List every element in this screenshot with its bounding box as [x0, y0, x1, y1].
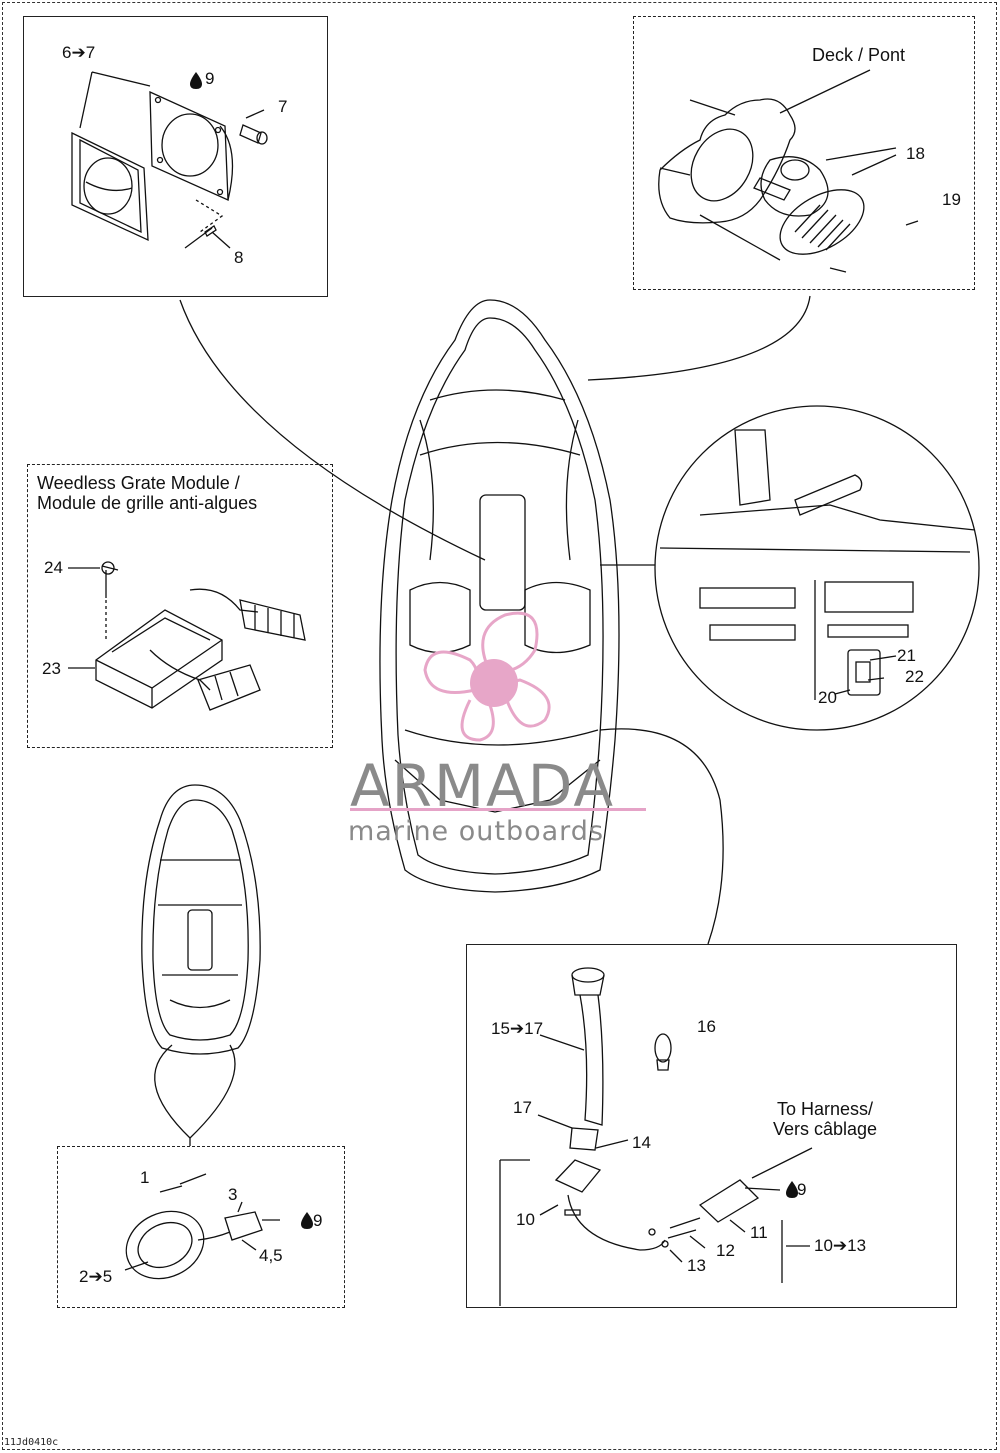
to-harness-label-en: To Harness/ [777, 1099, 874, 1119]
grate-connector-b [197, 664, 261, 711]
callout-1: 1 [140, 1168, 150, 1187]
stern-light-bulb [654, 1033, 672, 1071]
callout-19: 19 [942, 190, 961, 209]
boat-hull-main [379, 299, 620, 893]
stern-light-pole [569, 967, 605, 1151]
deck-vent-hose [753, 156, 829, 217]
vent-screw-part [184, 225, 217, 249]
callout-4-5: 4,5 [259, 1246, 283, 1265]
watermark-tagline: marine outboards [348, 816, 605, 847]
grate-module-title-en: Weedless Grate Module / [37, 473, 240, 493]
boat-hull-small [141, 784, 261, 1055]
oil-drop-icon [301, 1212, 313, 1229]
oil-drop-icon [786, 1181, 798, 1198]
detail-box-weedless-grate [27, 464, 333, 748]
courtesy-light-socket [197, 1211, 263, 1241]
detail-box-stern-light [466, 944, 957, 1308]
grate-module-harness [149, 588, 259, 691]
stern-light-base [554, 1159, 666, 1251]
callout-9-top: 9 [205, 69, 215, 88]
callout-20: 20 [818, 688, 837, 707]
callout-17: 17 [513, 1098, 532, 1117]
deck-vent-grille [779, 189, 865, 255]
stern-light-connector [648, 1179, 760, 1248]
grate-module-title-fr: Module de grille anti-algues [37, 493, 258, 513]
courtesy-light-lens [125, 1210, 205, 1280]
deck-vent-cutout [658, 98, 796, 224]
callout-12: 12 [716, 1241, 735, 1260]
deck-label: Deck / Pont [812, 45, 906, 65]
callout-10-13: 10➔13 [814, 1236, 867, 1255]
callout-13: 13 [687, 1256, 706, 1275]
vent-plug-part [239, 124, 268, 145]
detail-box-courtesy-light [57, 1146, 345, 1308]
callout-14: 14 [632, 1133, 651, 1152]
callout-22: 22 [905, 667, 924, 686]
callout-23: 23 [42, 659, 61, 678]
callout-9-bottom: 9 [313, 1211, 323, 1230]
callout-3: 3 [228, 1185, 238, 1204]
callout-21: 21 [897, 646, 916, 665]
callout-10: 10 [516, 1210, 535, 1229]
grate-connector-a [239, 599, 306, 641]
grate-screw [101, 561, 119, 598]
courtesy-light-screw [159, 1185, 183, 1193]
callout-6-7: 6➔7 [62, 43, 96, 62]
vent-cover-part [71, 131, 149, 242]
watermark-divider [350, 808, 646, 811]
callout-15-17: 15➔17 [491, 1019, 544, 1038]
callout-8: 8 [234, 248, 244, 267]
callout-24: 24 [44, 558, 63, 577]
callout-11: 11 [750, 1223, 768, 1242]
detail-box-deck-vent [633, 16, 975, 290]
vent-gasket-part [149, 90, 234, 202]
detail-box-vent [23, 16, 328, 297]
callout-18: 18 [906, 144, 925, 163]
callout-2-5: 2➔5 [79, 1267, 113, 1286]
callout-16: 16 [697, 1017, 716, 1036]
callout-7: 7 [278, 97, 288, 116]
callout-9-right: 9 [797, 1180, 807, 1199]
to-harness-label-fr: Vers câblage [773, 1119, 878, 1139]
console-detail-circle [654, 405, 980, 731]
grate-module-body [95, 609, 223, 709]
oil-drop-icon [190, 72, 202, 89]
figure-reference: 11Jd0410c [4, 1437, 59, 1448]
